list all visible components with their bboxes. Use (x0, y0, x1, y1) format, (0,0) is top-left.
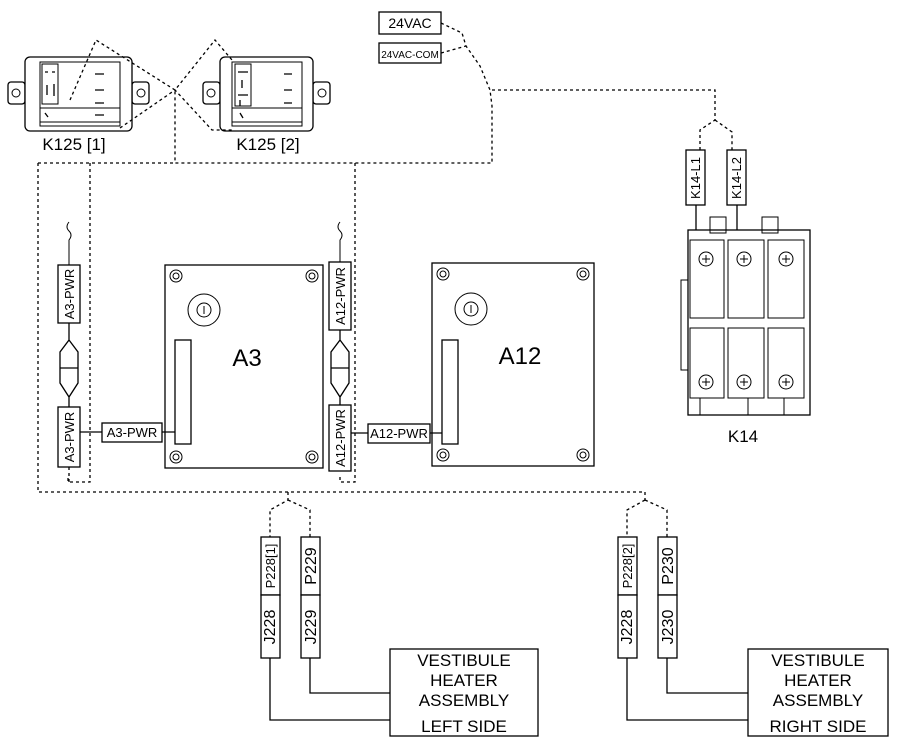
k125-2-label: K125 [2] (236, 135, 299, 154)
right-assembly-line4: RIGHT SIDE (770, 717, 867, 736)
k125-1-label: K125 [1] (42, 135, 105, 154)
right-assembly-line3: ASSEMBLY (773, 691, 863, 710)
wire-right-branch (626, 499, 668, 537)
left-assembly-line2: HEATER (430, 671, 498, 690)
right-assembly-line2: HEATER (784, 671, 852, 690)
j229-label: J229 (303, 610, 320, 645)
a12-fuse-bottom-label: A12-PWR (333, 409, 348, 467)
a3-fuse-holder: A3-PWR A3-PWR (57, 221, 81, 482)
left-assembly-line3: ASSEMBLY (419, 691, 509, 710)
relay-k125-1: K125 [1] (7, 56, 150, 154)
p228-2-label: P228[2] (620, 544, 635, 589)
a12-pwr-label: A12-PWR (370, 426, 428, 441)
wire-left-assembly (269, 658, 390, 721)
wire-a3-harness (67, 163, 91, 483)
wire-left-branch (269, 492, 311, 537)
24vac-label: 24VAC (388, 15, 431, 31)
contactor-k14: K14-L1 K14-L2 K14 (680, 149, 811, 446)
wire-bus-bottom (37, 163, 646, 500)
a3-pwr-label: A3-PWR (107, 425, 158, 440)
wire-to-k14-l2 (714, 119, 733, 150)
a12-fuse-holder: A12-PWR A12-PWR (328, 221, 352, 472)
a3-label: A3 (232, 345, 261, 372)
power-terminals: 24VAC 24VAC-COM (378, 11, 442, 64)
wire-coil-cross-2 (119, 89, 232, 131)
left-assembly-line4: LEFT SIDE (421, 717, 507, 736)
p229-label: P229 (303, 547, 320, 584)
relay-k125-2: K125 [2] (202, 56, 331, 154)
wire-24vac-com (440, 45, 467, 54)
wire-to-k14-l1 (492, 89, 716, 150)
a12-label: A12 (499, 343, 542, 370)
left-assembly-line1: VESTIBULE (417, 651, 511, 670)
p230-label: P230 (660, 547, 677, 584)
left-connectors: P228[1] J228 P229 J229 (260, 536, 321, 659)
left-heater-assembly: VESTIBULE HEATER ASSEMBLY LEFT SIDE (389, 648, 539, 737)
a12-fuse-top-label: A12-PWR (333, 267, 348, 325)
k14-l2-label: K14-L2 (729, 157, 744, 199)
a3-fuse-bottom-label: A3-PWR (62, 412, 77, 463)
j228-right-label: J228 (619, 610, 636, 645)
wire-right-assembly (626, 658, 748, 721)
k14-label: K14 (728, 427, 758, 446)
j228-left-label: J228 (262, 610, 279, 645)
p228-1-label: P228[1] (263, 544, 278, 589)
right-connectors: P228[2] J228 P230 J230 (617, 536, 678, 659)
board-a3: A3 (164, 264, 324, 469)
a3-fuse-top-label: A3-PWR (62, 269, 77, 320)
j230-label: J230 (660, 610, 677, 645)
right-heater-assembly: VESTIBULE HEATER ASSEMBLY RIGHT SIDE (747, 648, 889, 737)
right-assembly-line1: VESTIBULE (771, 651, 865, 670)
k14-l1-label: K14-L1 (688, 157, 703, 199)
24vac-com-label: 24VAC-COM (381, 50, 439, 61)
wire-a12-harness (339, 163, 356, 483)
board-a12: A12 (431, 262, 595, 467)
